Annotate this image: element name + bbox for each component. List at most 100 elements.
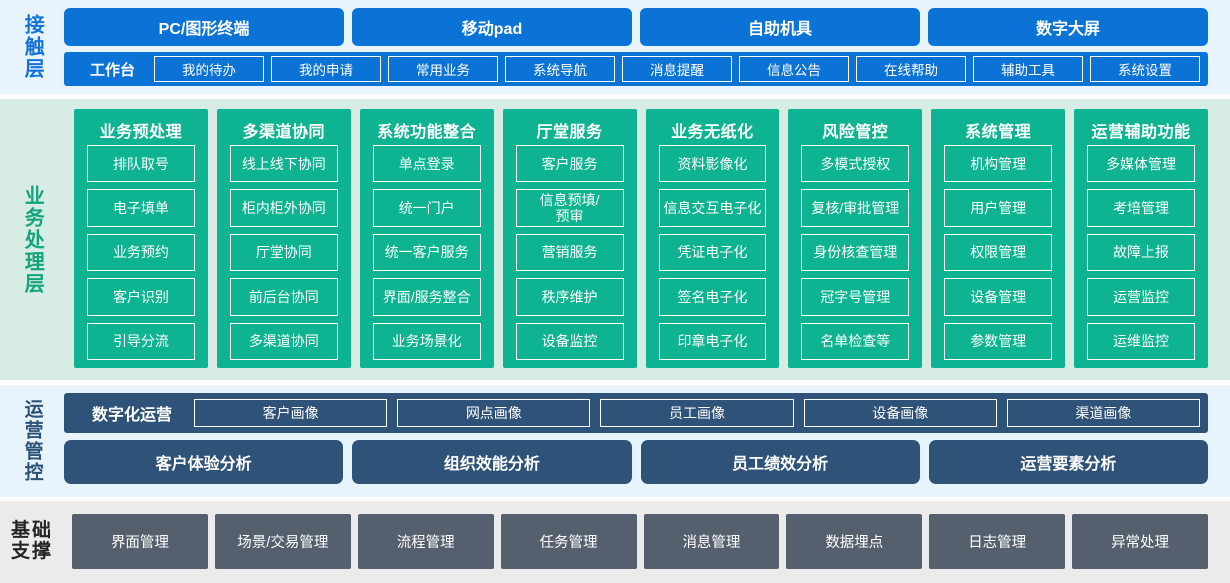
business-column-operation-support: 运营辅助功能 多媒体管理 考培管理 故障上报 运营监控 运维监控 [1074,108,1208,369]
foundation-interface-management[interactable]: 界面管理 [72,514,208,569]
business-column-risk-control: 风险管控 多模式授权 复核/审批管理 身份核查管理 冠字号管理 名单检查等 [788,108,923,369]
business-item[interactable]: 统一客户服务 [372,233,481,272]
business-item[interactable]: 身份核查管理 [801,233,910,272]
business-item[interactable]: 故障上报 [1087,233,1195,272]
business-item[interactable]: 签名电子化 [658,278,767,316]
business-item[interactable]: 排队取号 [87,144,195,183]
foundation-exception-handling[interactable]: 异常处理 [1072,514,1208,569]
business-item[interactable]: 资料影像化 [658,144,767,183]
business-item-list: 排队取号 电子填单 业务预约 客户识别 引导分流 [87,144,195,361]
workbench-item-online-help[interactable]: 在线帮助 [856,56,967,82]
business-item[interactable]: 客户识别 [87,278,195,316]
workbench-item-system-settings[interactable]: 系统设置 [1090,56,1201,82]
business-item[interactable]: 多渠道协同 [229,322,338,361]
business-item[interactable]: 营销服务 [515,233,624,272]
business-item[interactable]: 引导分流 [87,322,195,361]
layer-business-body: 业务预处理 排队取号 电子填单 业务预约 客户识别 引导分流 多渠道协同 线上线… [64,99,1230,380]
analysis-organization-efficiency[interactable]: 组织效能分析 [352,440,632,485]
business-item[interactable]: 名单检查等 [801,322,910,361]
business-item[interactable]: 多模式授权 [801,144,910,183]
business-item[interactable]: 复核/审批管理 [801,189,910,227]
layer-contact-label-text: 接触层 [21,14,44,80]
business-item[interactable]: 业务场景化 [372,322,481,361]
business-column-title: 系统功能整合 [377,123,477,141]
business-item[interactable]: 冠字号管理 [801,278,910,316]
business-column-title: 运营辅助功能 [1091,123,1191,141]
workbench-item-information-bulletin[interactable]: 信息公告 [739,56,850,82]
business-item[interactable]: 设备监控 [515,322,624,361]
business-column-title: 厅堂服务 [536,123,603,141]
workbench-row: 工作台 我的待办 我的申请 常用业务 系统导航 消息提醒 信息公告 在线帮助 辅… [64,52,1208,86]
business-item[interactable]: 用户管理 [944,189,1053,227]
business-item[interactable]: 参数管理 [944,322,1053,361]
workbench-item-common-business[interactable]: 常用业务 [388,56,499,82]
digital-operations-title: 数字化运营 [92,407,173,425]
foundation-task-management[interactable]: 任务管理 [500,514,637,569]
business-item[interactable]: 设备管理 [944,278,1053,316]
workbench-item-system-navigation[interactable]: 系统导航 [505,56,616,82]
business-item[interactable]: 前后台协同 [229,278,338,316]
layer-business-label: 业务处理层 [0,99,64,380]
business-item[interactable]: 厅堂协同 [229,233,338,272]
business-item[interactable]: 运维监控 [1087,322,1195,361]
foundation-process-management[interactable]: 流程管理 [357,514,494,569]
layer-contact-body: PC/图形终端 移动pad 自助机具 数字大屏 工作台 我的待办 我的申请 常用… [64,0,1230,94]
business-item[interactable]: 机构管理 [944,144,1053,183]
business-column-title: 业务预处理 [99,123,183,141]
business-item[interactable]: 信息交互电子化 [658,189,767,227]
business-item[interactable]: 业务预约 [87,233,195,272]
business-column-title: 系统管理 [965,123,1032,141]
foundation-message-management[interactable]: 消息管理 [643,514,780,569]
business-item[interactable]: 电子填单 [87,189,195,227]
business-item[interactable]: 运营监控 [1087,278,1195,316]
business-item-list: 机构管理 用户管理 权限管理 设备管理 参数管理 [944,144,1053,361]
business-column-system-integration: 系统功能整合 单点登录 统一门户 统一客户服务 界面/服务整合 业务场景化 [359,108,494,369]
layer-divider-3 [0,496,1230,502]
channel-box-self-service[interactable]: 自助机具 [640,8,920,46]
business-item-list: 多媒体管理 考培管理 故障上报 运营监控 运维监控 [1087,144,1195,361]
layer-contact-label: 接触层 [0,0,64,94]
portrait-device[interactable]: 设备画像 [803,399,997,428]
business-item[interactable]: 考培管理 [1087,189,1195,227]
business-column-title: 业务无纸化 [671,123,754,141]
workbench-item-my-todo[interactable]: 我的待办 [154,56,265,82]
portrait-channel[interactable]: 渠道画像 [1006,399,1201,428]
foundation-log-management[interactable]: 日志管理 [929,514,1066,569]
business-item[interactable]: 柜内柜外协同 [229,189,338,227]
business-item[interactable]: 统一门户 [372,189,481,227]
portrait-customer[interactable]: 客户画像 [194,399,388,428]
business-item[interactable]: 线上线下协同 [229,144,338,183]
layer-foundation-label-text: 基础 支撑 [10,520,53,563]
business-item[interactable]: 印章电子化 [658,322,767,361]
business-column-lobby-service: 厅堂服务 客户服务 信息预填/ 预审 营销服务 秩序维护 设备监控 [502,108,637,369]
workbench-item-message-reminder[interactable]: 消息提醒 [622,56,733,82]
channel-box-pc[interactable]: PC/图形终端 [64,8,344,46]
portrait-employee[interactable]: 员工画像 [600,399,794,428]
workbench-item-auxiliary-tools[interactable]: 辅助工具 [973,56,1084,82]
business-item-list: 单点登录 统一门户 统一客户服务 界面/服务整合 业务场景化 [372,144,481,361]
analysis-employee-performance[interactable]: 员工绩效分析 [640,440,920,485]
layer-divider-2 [0,380,1230,386]
analysis-customer-experience[interactable]: 客户体验分析 [64,440,344,485]
analysis-operation-factors[interactable]: 运营要素分析 [928,440,1208,485]
business-item[interactable]: 界面/服务整合 [372,278,481,316]
foundation-data-tracking[interactable]: 数据埋点 [786,514,923,569]
portrait-branch[interactable]: 网点画像 [397,399,591,428]
business-item[interactable]: 客户服务 [515,144,624,183]
business-item[interactable]: 单点登录 [372,144,481,183]
business-item[interactable]: 权限管理 [944,233,1053,272]
business-item[interactable]: 信息预填/ 预审 [515,189,624,227]
layer-divider-1 [0,94,1230,99]
channel-row: PC/图形终端 移动pad 自助机具 数字大屏 [64,8,1208,46]
channel-box-digital-screen[interactable]: 数字大屏 [928,8,1208,46]
business-item[interactable]: 凭证电子化 [658,233,767,272]
business-item[interactable]: 秩序维护 [515,278,624,316]
business-item[interactable]: 多媒体管理 [1087,144,1195,183]
business-column-title: 风险管控 [822,123,889,141]
business-item-list: 多模式授权 复核/审批管理 身份核查管理 冠字号管理 名单检查等 [801,144,910,361]
channel-box-mobile-pad[interactable]: 移动pad [352,8,632,46]
foundation-scenario-transaction-management[interactable]: 场景/交易管理 [214,514,351,569]
workbench-item-my-application[interactable]: 我的申请 [271,56,382,82]
layer-operations: 运营管控 数字化运营 客户画像 网点画像 员工画像 设备画像 渠道画像 客户体验… [0,385,1230,497]
